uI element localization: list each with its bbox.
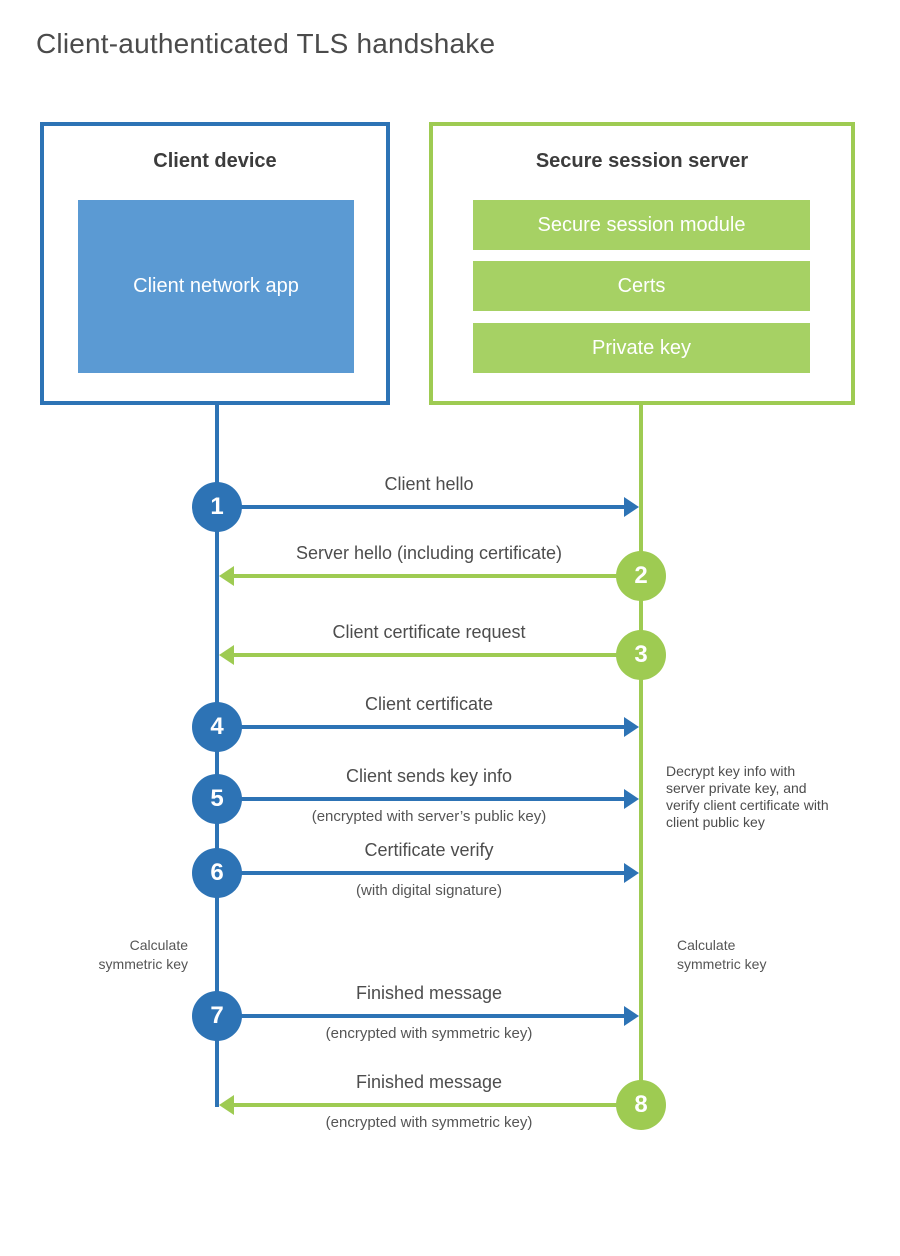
arrow-shaft	[217, 797, 625, 801]
calculate-symmetric-key-note-server: Calculate symmetric key	[677, 937, 767, 972]
client-device-title: Client device	[153, 150, 277, 172]
server-lifeline	[639, 405, 643, 1106]
client-network-app-module: Client network app	[78, 200, 354, 373]
arrow-head-right-icon	[624, 717, 639, 737]
arrow-shaft	[233, 653, 641, 657]
secure-session-module-bar: Secure session module	[473, 200, 810, 250]
arrow-head-left-icon	[219, 1095, 234, 1115]
arrow-shaft	[217, 1014, 625, 1018]
message-label: Finished message	[355, 983, 503, 1003]
arrow-head-right-icon	[624, 497, 639, 517]
arrow-shaft	[233, 574, 641, 578]
step-number-badge: 8	[616, 1080, 666, 1130]
arrow-shaft	[217, 725, 625, 729]
secure-session-server-box: Secure session server Secure session mod…	[429, 122, 855, 405]
step-number-badge: 6	[192, 848, 242, 898]
client-device-box: Client device Client network app	[40, 122, 390, 405]
step-number-badge: 7	[192, 991, 242, 1041]
message-subtext: (encrypted with symmetric key)	[325, 1025, 533, 1042]
arrow-head-left-icon	[219, 566, 234, 586]
message-label: Client hello	[384, 474, 474, 494]
arrow-head-left-icon	[219, 645, 234, 665]
message-label: Finished message	[355, 1072, 503, 1092]
message-label: Client sends key info	[345, 766, 513, 786]
arrow-head-right-icon	[624, 863, 639, 883]
arrow-head-right-icon	[624, 1006, 639, 1026]
message-label: Server hello (including certificate)	[295, 543, 563, 563]
message-subtext: (with digital signature)	[356, 882, 502, 899]
message-subtext: (encrypted with server’s public key)	[311, 808, 547, 825]
step-number-badge: 5	[192, 774, 242, 824]
arrow-shaft	[233, 1103, 641, 1107]
page-title: Client-authenticated TLS handshake	[36, 28, 496, 59]
message-subtext: (encrypted with symmetric key)	[325, 1114, 533, 1131]
arrow-head-right-icon	[624, 789, 639, 809]
certs-bar: Certs	[473, 261, 810, 311]
arrow-shaft	[217, 871, 625, 875]
decrypt-key-note: Decrypt key info with server private key…	[666, 763, 829, 830]
step-number-badge: 2	[616, 551, 666, 601]
step-number-badge: 3	[616, 630, 666, 680]
secure-session-server-title: Secure session server	[535, 150, 749, 172]
private-key-bar: Private key	[473, 323, 810, 373]
step-number-badge: 1	[192, 482, 242, 532]
client-lifeline	[215, 405, 219, 1107]
step-number-badge: 4	[192, 702, 242, 752]
message-label: Certificate verify	[364, 840, 494, 860]
calculate-symmetric-key-note-client: Calculate symmetric key	[98, 937, 188, 972]
arrow-shaft	[217, 505, 625, 509]
client-network-app-label: Client network app	[133, 275, 299, 297]
message-label: Client certificate request	[332, 622, 526, 642]
message-label: Client certificate	[364, 694, 494, 714]
